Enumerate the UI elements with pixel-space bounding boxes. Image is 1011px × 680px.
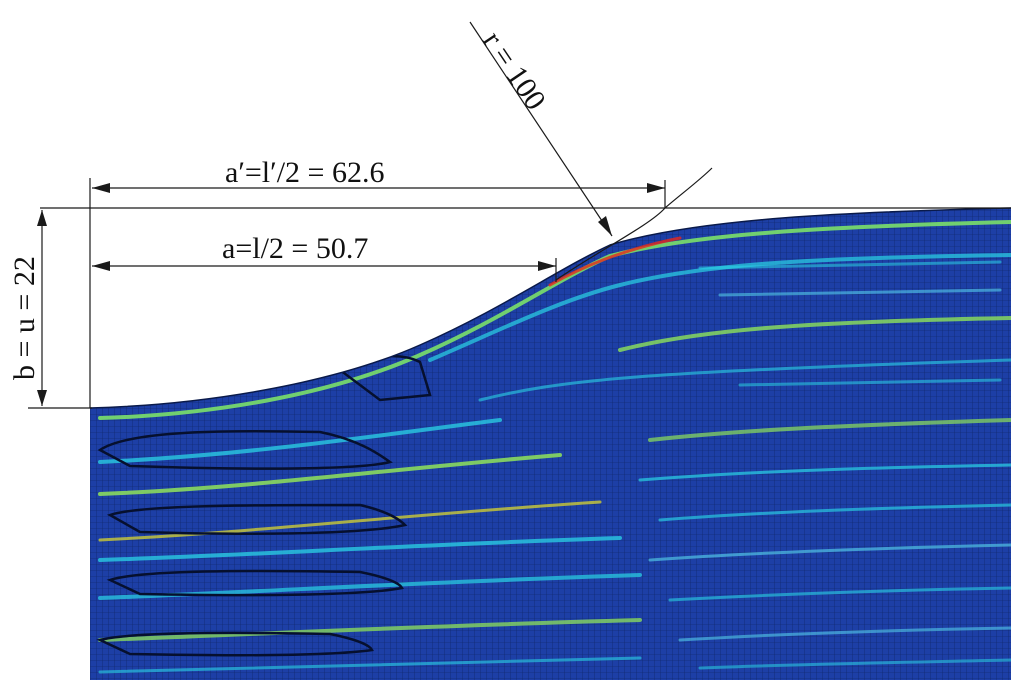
radius-arrow	[598, 216, 612, 236]
surface-outline	[89, 207, 1011, 409]
surface-band-3	[618, 316, 1011, 352]
dimension-lines	[28, 21, 1011, 409]
a-prime-arrow-right	[647, 183, 665, 193]
label-a-prime: a′=l′/2 = 62.6	[225, 156, 384, 189]
label-b: b = u = 22	[8, 256, 41, 380]
surface-band-hot	[548, 236, 682, 287]
a-arrow-left	[92, 261, 110, 271]
surface-band-4	[478, 358, 1011, 402]
stress-streaks	[98, 260, 1011, 674]
surface-band-2	[428, 253, 1011, 362]
b-arrow-top	[37, 210, 47, 226]
label-r: r = 100	[476, 25, 552, 116]
label-a: a=l/2 = 50.7	[222, 232, 368, 265]
surface-band-1	[98, 220, 1011, 420]
b-arrow-bottom	[37, 390, 47, 406]
a-prime-arrow-left	[92, 183, 110, 193]
a-arrow-right	[538, 261, 556, 271]
stress-bands-upper	[98, 220, 1011, 420]
radius-leader	[469, 21, 613, 237]
radius-arc	[555, 167, 713, 281]
mesh-body	[90, 208, 1011, 680]
